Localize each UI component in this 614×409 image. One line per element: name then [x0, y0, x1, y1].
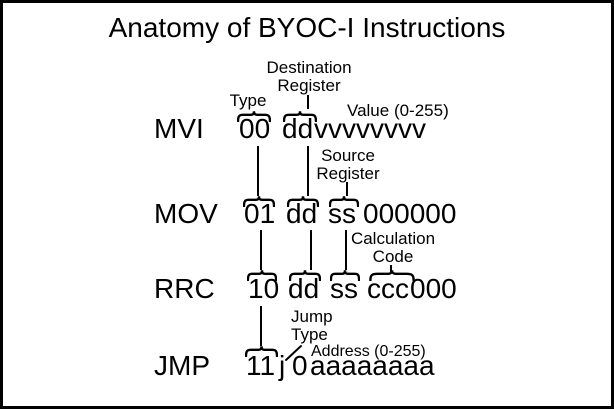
- jump-type-line2: Type: [291, 325, 328, 344]
- rrc-calc-bits: ccc: [367, 273, 409, 304]
- jmp-zero-bit: 0: [292, 350, 308, 381]
- connector-type-mov-rrc: [260, 230, 262, 270]
- brace-icon: [289, 269, 321, 281]
- brace-icon: [283, 110, 317, 122]
- brace-icon: [245, 345, 278, 357]
- mov-type-bits: 01: [244, 198, 276, 229]
- jmp-jump-bit: j: [279, 350, 286, 381]
- brace-icon: [243, 195, 275, 207]
- destination-register-label: Destination Register: [233, 59, 385, 95]
- rrc-zero-bits: 000: [410, 273, 457, 304]
- jump-type-label: Jump Type: [291, 308, 333, 344]
- type-label: Type: [229, 91, 267, 110]
- calculation-code-label: Calculation Code: [328, 230, 458, 266]
- rrc-src-bits: ss: [330, 273, 358, 304]
- source-register-line2: Register: [316, 164, 380, 183]
- brace-icon: [247, 269, 277, 281]
- calculation-code-line1: Calculation: [350, 229, 436, 248]
- connector-src-mov-rrc: [345, 230, 347, 270]
- jump-type-line1: Jump: [291, 307, 333, 326]
- connector-dest-mvi-mov: [307, 146, 309, 196]
- connector-dest-mov-rrc: [310, 230, 312, 270]
- mvi-value-bits: vvvvvvvv: [314, 113, 426, 144]
- rrc-dest-bits: dd: [288, 273, 320, 304]
- mnemonic-jmp: JMP: [154, 350, 210, 381]
- jump-type-pointer-line: [285, 345, 302, 361]
- brace-icon: [330, 269, 360, 281]
- diagram-title: Anatomy of BYOC-I Instructions: [108, 12, 506, 43]
- mov-zero-bits: 000000: [363, 198, 457, 229]
- jmp-address-bits: aaaaaaaa: [310, 350, 435, 381]
- mov-src-bits: ss: [328, 198, 356, 229]
- connector-type-mvi-mov: [257, 146, 259, 196]
- calculation-code-line2: Code: [372, 247, 414, 266]
- rrc-type-bits: 10: [248, 273, 280, 304]
- mnemonic-mov: MOV: [154, 198, 218, 229]
- source-register-line1: Source: [321, 146, 375, 165]
- destination-register-line2: Register: [277, 76, 341, 95]
- destination-label-tick: [307, 95, 309, 109]
- brace-icon: [369, 269, 415, 281]
- brace-icon: [287, 195, 319, 207]
- brace-icon: [329, 195, 359, 207]
- mnemonic-rrc: RRC: [154, 273, 215, 304]
- mvi-type-bits: 00: [239, 113, 271, 144]
- jmp-type-bits: 11: [246, 350, 276, 381]
- calculation-label-tick: [390, 265, 392, 272]
- source-register-label: Source Register: [283, 147, 413, 183]
- source-label-tick: [346, 182, 348, 196]
- mov-dest-bits: dd: [286, 198, 318, 229]
- connector-type-rrc-jmp: [260, 306, 262, 346]
- destination-register-line1: Destination: [266, 58, 352, 77]
- mvi-dest-bits: dd: [282, 113, 314, 144]
- value-label: Value (0-255): [347, 101, 449, 120]
- address-label: Address (0-255): [311, 343, 426, 360]
- brace-icon: [237, 110, 271, 122]
- mnemonic-mvi: MVI: [154, 113, 204, 144]
